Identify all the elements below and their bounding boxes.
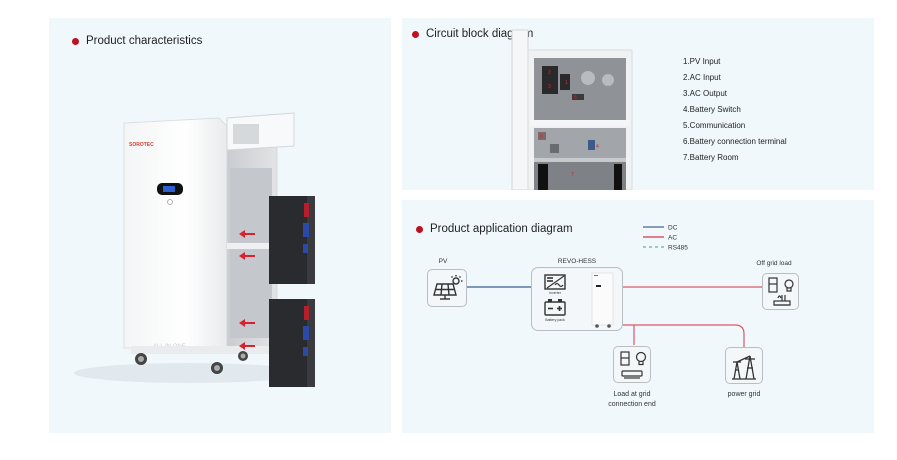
marker-7: 7 xyxy=(571,172,574,178)
bullet-dot-icon xyxy=(416,225,423,233)
solar-panel-icon xyxy=(433,275,463,300)
inverter-label: Inverter xyxy=(549,291,561,295)
heading-text: Product characteristics xyxy=(86,35,203,47)
product-characteristics-panel: Product characteristics SOROTEC ALL IN O… xyxy=(49,18,391,433)
bullet-dot-icon xyxy=(412,30,419,38)
power-tower-icon xyxy=(732,355,756,380)
pv-label: PV xyxy=(438,258,448,265)
marker-3: 3 xyxy=(548,84,551,90)
list-item: 2.AC Input xyxy=(683,73,721,82)
grid-load-node xyxy=(613,346,651,383)
battery-module-bottom xyxy=(269,299,315,387)
product-photo: SOROTEC ALL IN ONE xyxy=(74,112,315,387)
power-grid-node xyxy=(725,347,763,384)
wiring-diagram: DC AC RS485 xyxy=(466,225,763,347)
battery-pack-icon xyxy=(544,299,566,316)
ac-wire-grid xyxy=(622,324,745,347)
marker-6: 6 xyxy=(540,134,543,140)
marker-2: 2 xyxy=(548,70,551,76)
hess-cabinet-icon xyxy=(591,272,614,328)
household-load-icon xyxy=(620,351,647,379)
battery-pack-label: Battery pack xyxy=(545,318,565,322)
list-item: 6.Battery connection terminal xyxy=(683,137,787,146)
heading-text: Circuit block diagram xyxy=(426,28,534,40)
cabinet-interior-photo: 1 2 3 4 5 6 7 xyxy=(511,29,633,190)
marker-4: 4 xyxy=(596,144,599,150)
grid-load-label-line1: Load at grid xyxy=(613,391,651,398)
grid-load-label-line2: connection end xyxy=(608,401,656,408)
grid-load-label: Load at grid connection end xyxy=(597,390,667,410)
battery-module-top xyxy=(269,196,315,284)
bullet-dot-icon xyxy=(72,37,79,45)
legend-dc-label: DC xyxy=(668,225,678,232)
legend-ac-label: AC xyxy=(668,235,677,242)
circuit-block-panel: Circuit block diagram 1 2 3 4 5 6 7 1.PV… xyxy=(402,18,874,190)
list-item: 4.Battery Switch xyxy=(683,105,741,114)
product-characteristics-heading: Product characteristics xyxy=(72,35,202,47)
list-item: 1.PV Input xyxy=(683,57,721,66)
insert-arrows xyxy=(239,230,255,350)
brand-logo: SOROTEC xyxy=(129,142,154,148)
application-diagram-heading: Product application diagram xyxy=(416,223,573,235)
household-load-icon xyxy=(768,277,794,306)
application-diagram-panel: Product application diagram DC AC RS485 … xyxy=(402,200,874,433)
circuit-legend-list: 1.PV Input 2.AC Input 3.AC Output 4.Batt… xyxy=(683,54,787,166)
inverter-icon xyxy=(544,274,566,290)
legend-rs485-label: RS485 xyxy=(668,245,688,252)
heading-text: Product application diagram xyxy=(430,223,573,235)
hess-label: REVO-HESS xyxy=(557,258,597,265)
list-item: 7.Battery Room xyxy=(683,153,739,162)
list-item: 5.Communication xyxy=(683,121,746,130)
power-grid-label: power grid xyxy=(727,391,761,398)
marker-1: 1 xyxy=(565,80,568,86)
marker-5: 5 xyxy=(574,95,577,101)
off-grid-load-label: Off grid load xyxy=(756,260,792,267)
off-grid-load-node xyxy=(762,273,799,310)
pv-node xyxy=(427,269,467,307)
hess-node: Inverter Battery pack xyxy=(531,267,623,331)
circuit-block-heading: Circuit block diagram xyxy=(412,28,533,40)
list-item: 3.AC Output xyxy=(683,89,728,98)
